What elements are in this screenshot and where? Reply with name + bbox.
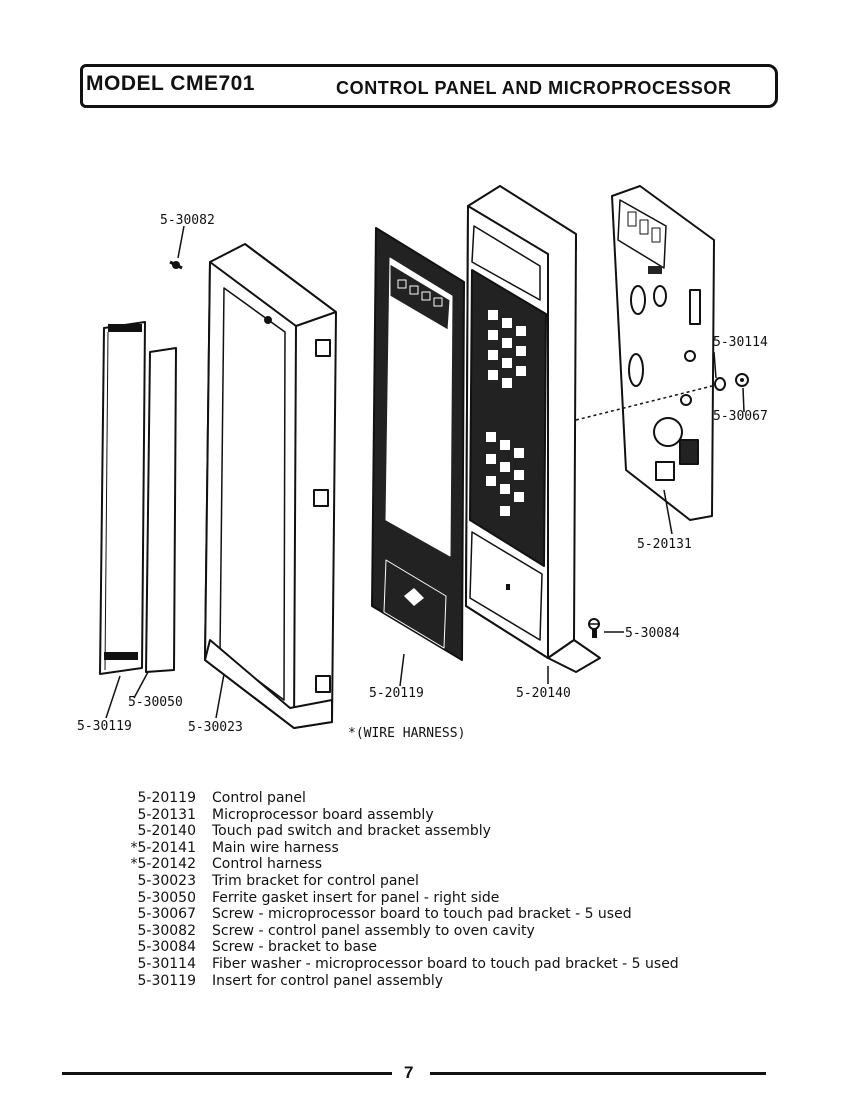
part-number: 5-30084 — [137, 939, 197, 956]
part-number: 5-30114 — [137, 955, 197, 972]
part-description: Ferrite gasket insert for panel - right … — [212, 889, 500, 906]
part-description: Screw - bracket to base — [212, 939, 378, 956]
callout-30050: 5-30050 — [128, 695, 183, 710]
microprocessor-board-part-20131 — [611, 185, 715, 521]
header-frame — [80, 64, 778, 108]
part-description: Main wire harness — [212, 839, 339, 856]
callout-30084: 5-30084 — [625, 626, 680, 641]
part-number: 5-30050 — [137, 889, 197, 906]
parts-list-row: 5-30050 Ferrite gasket insert for panel -… — [128, 890, 679, 907]
footer-rule-right — [430, 1072, 766, 1075]
part-description: Insert for control panel assembly — [212, 972, 444, 989]
parts-list-row: 5-30023 Trim bracket for control panel — [128, 873, 679, 890]
control-panel-part-20119 — [371, 227, 465, 661]
part-description: Microprocessor board assembly — [212, 806, 434, 823]
part-number: 5-30082 — [137, 922, 197, 939]
callout-20131: 5-20131 — [637, 537, 692, 552]
parts-list-row: *5-20141 Main wire harness — [128, 840, 679, 857]
parts-list-row: 5-30084 Screw - bracket to base — [128, 939, 679, 956]
parts-list-row: 5-30082 Screw - control panel assembly to… — [128, 923, 679, 940]
part-description: Touch pad switch and bracket assembly — [212, 823, 491, 840]
callout-30119: 5-30119 — [77, 719, 132, 734]
leader-lines — [105, 225, 745, 719]
trim-bracket-part-30023 — [204, 243, 337, 729]
parts-list-row: 5-30114 Fiber washer - microprocessor boa… — [128, 956, 679, 973]
part-description: Trim bracket for control panel — [212, 872, 419, 889]
callout-30082: 5-30082 — [160, 213, 215, 228]
washer-part-30114 — [714, 377, 726, 391]
insert-part-30119 — [99, 321, 146, 675]
page-number: 7 — [404, 1063, 414, 1082]
part-number: *5-20141 — [130, 839, 197, 856]
parts-list-row: 5-20131 Microprocessor board assembly — [128, 807, 679, 824]
part-number: *5-20142 — [130, 856, 197, 873]
screw-part-30084 — [588, 618, 600, 638]
part-number: 5-20131 — [137, 806, 197, 823]
part-number: 5-30023 — [137, 872, 197, 889]
screw-part-30082 — [169, 260, 183, 270]
parts-list-row: *5-20142 Control harness — [128, 856, 679, 873]
part-number: 5-30119 — [137, 972, 197, 989]
wire-harness-note: *(WIRE HARNESS) — [348, 726, 465, 741]
callout-20140: 5-20140 — [516, 686, 571, 701]
touchpad-bracket-part-20140 — [465, 185, 601, 673]
screw-part-30067 — [735, 373, 749, 387]
part-number: 5-20119 — [137, 790, 197, 806]
part-description: Screw - control panel assembly to oven c… — [212, 922, 535, 939]
part-description: Screw - microprocessor board to touch pa… — [212, 906, 632, 923]
callout-30067: 5-30067 — [713, 409, 768, 424]
parts-list-row: 5-30119 Insert for control panel assembly — [128, 973, 679, 990]
part-number: 5-30067 — [137, 906, 197, 923]
part-description: Fiber washer - microprocessor board to t… — [212, 955, 679, 972]
model-label: MODEL CME701 — [86, 72, 255, 95]
callout-20119: 5-20119 — [369, 686, 424, 701]
section-title: CONTROL PANEL AND MICROPROCESSOR — [336, 78, 732, 98]
part-description: Control panel — [212, 790, 306, 806]
parts-list-row: 5-20119 Control panel — [128, 790, 679, 807]
callout-30023: 5-30023 — [188, 720, 243, 735]
parts-list-row: 5-20140 Touch pad switch and bracket asse… — [128, 823, 679, 840]
footer-rule-left — [62, 1072, 392, 1075]
parts-list-row: 5-30067 Screw - microprocessor board to t… — [128, 906, 679, 923]
callout-30114: 5-30114 — [713, 335, 768, 350]
part-description: Control harness — [212, 856, 323, 873]
part-number: 5-20140 — [137, 823, 197, 840]
gasket-part-30050 — [145, 347, 177, 673]
parts-list: 5-20119 Control panel 5-20131 Microprocess… — [128, 790, 679, 989]
